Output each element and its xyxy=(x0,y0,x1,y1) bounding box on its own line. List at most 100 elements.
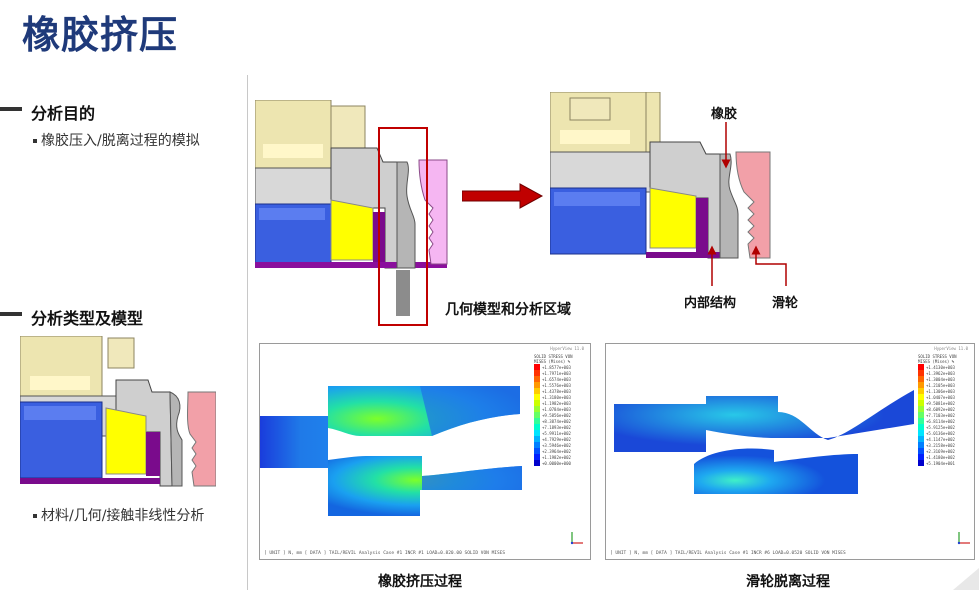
legend-swatch xyxy=(534,430,540,436)
legend-value: +1.1306e+003 xyxy=(926,388,955,394)
fea-header: HyperView 11.0 xyxy=(934,346,968,351)
legend-swatch xyxy=(918,436,924,442)
legend-row: +1.7971e+003 xyxy=(534,370,584,376)
legend-row: +4.7929e+002 xyxy=(534,436,584,442)
legend-value: +8.3874e+002 xyxy=(542,418,571,424)
legend-swatch xyxy=(918,388,924,394)
legend-row: +1.8577e+003 xyxy=(534,364,584,370)
legend-swatch xyxy=(534,406,540,412)
legend-row: +8.3874e+002 xyxy=(534,418,584,424)
caption-detach: 滑轮脱离过程 xyxy=(746,574,830,590)
legend-swatch xyxy=(918,370,924,376)
legend-row: +2.3964e+002 xyxy=(534,448,584,454)
legend-value: +5.9125e+002 xyxy=(926,424,955,430)
legend-swatch xyxy=(534,460,540,466)
legend-row: +1.4378e+003 xyxy=(534,388,584,394)
legend-value: +2.3964e+002 xyxy=(542,448,571,454)
legend-row: +8.6092e+002 xyxy=(918,406,968,412)
legend-row: +5.9125e+002 xyxy=(918,424,968,430)
fea-footer: [ UNIT ] N, mm [ DATA ] TAIL/REVIL Analy… xyxy=(264,551,506,556)
legend-value: +7.7103e+002 xyxy=(926,412,955,418)
detail-model-figure xyxy=(550,92,771,259)
legend-value: +1.1982e+002 xyxy=(542,454,571,460)
legend-value: +6.8114e+002 xyxy=(926,418,955,424)
bullet-purpose-text: 橡胶压入/脱离过程的模拟 xyxy=(41,133,200,149)
bullet-dot xyxy=(33,139,37,143)
legend-swatch xyxy=(534,370,540,376)
fea-legend: SOLID STRESS VON MISES (Mises) % +1.4130… xyxy=(918,354,968,466)
legend-swatch xyxy=(534,382,540,388)
legend-value: +9.5856e+002 xyxy=(542,412,571,418)
fea-legend: SOLID STRESS VON MISES (Mises) % +1.8577… xyxy=(534,354,584,466)
analysis-region-box xyxy=(378,127,428,326)
legend-value: +2.3169e+002 xyxy=(926,448,955,454)
legend-value: +3.5946e+002 xyxy=(542,442,571,448)
section-marker-type xyxy=(0,312,22,316)
fea-squeeze-contour xyxy=(260,386,522,516)
rubber-rod xyxy=(396,270,410,316)
legend-swatch xyxy=(534,418,540,424)
legend-swatch xyxy=(918,454,924,460)
legend-row: +1.0784e+003 xyxy=(534,406,584,412)
legend-value: +5.0136e+002 xyxy=(926,430,955,436)
legend-row: +1.2105e+003 xyxy=(918,382,968,388)
model-thumbnail xyxy=(20,336,216,487)
legend-swatch xyxy=(918,442,924,448)
legend-swatch xyxy=(534,394,540,400)
legend-swatch xyxy=(534,400,540,406)
column-divider xyxy=(247,75,248,590)
legend-row: +3.2158e+002 xyxy=(918,442,968,448)
callout-rubber: 橡胶 xyxy=(711,107,738,122)
legend-row: +1.4180e+002 xyxy=(918,454,968,460)
legend-row: +2.3169e+002 xyxy=(918,448,968,454)
legend-value: +0.0000e+000 xyxy=(542,460,571,466)
legend-value: +1.0407e+003 xyxy=(926,394,955,400)
legend-value: +1.3004e+003 xyxy=(926,376,955,382)
fea-footer: [ UNIT ] N, mm [ DATA ] TAIL/REVIL Analy… xyxy=(610,551,846,556)
section-marker-purpose xyxy=(0,107,22,111)
legend-swatch xyxy=(918,424,924,430)
legend-row: +1.6574e+003 xyxy=(534,376,584,382)
bullet-type-text: 材料/几何/接触非线性分析 xyxy=(41,508,205,524)
process-arrow xyxy=(462,183,544,209)
legend-swatch xyxy=(918,430,924,436)
legend-swatch xyxy=(918,412,924,418)
legend-value: +1.4378e+003 xyxy=(542,388,571,394)
legend-value: +5.1904e+001 xyxy=(926,460,955,466)
legend-value: +1.3180e+003 xyxy=(542,394,571,400)
legend-swatch xyxy=(918,460,924,466)
axis-triad-icon xyxy=(957,532,970,545)
legend-row: +1.5576e+003 xyxy=(534,382,584,388)
callout-arrows xyxy=(707,122,787,286)
legend-swatch xyxy=(918,400,924,406)
legend-swatch xyxy=(918,448,924,454)
legend-row: +9.5081e+002 xyxy=(918,400,968,406)
axis-triad-icon xyxy=(570,532,583,545)
legend-swatch xyxy=(918,382,924,388)
legend-value: +1.6574e+003 xyxy=(542,376,571,382)
legend-swatch xyxy=(534,448,540,454)
legend-row: +1.3180e+003 xyxy=(534,394,584,400)
legend-value: +1.7971e+003 xyxy=(542,370,571,376)
legend-value: +1.2105e+003 xyxy=(926,382,955,388)
legend-row: +5.1904e+001 xyxy=(918,460,968,466)
legend-rows-left: +1.8577e+003+1.7971e+003+1.6574e+003+1.5… xyxy=(534,364,584,466)
caption-geometry: 几何模型和分析区域 xyxy=(445,302,571,318)
legend-row: +1.0407e+003 xyxy=(918,394,968,400)
legend-value: +1.0784e+003 xyxy=(542,406,571,412)
fea-detach-panel: HyperView 11.0 SOLID STRESS VON MISES (M… xyxy=(605,343,975,560)
page-title: 橡胶挤压 xyxy=(22,13,179,57)
legend-row: +1.3962e+003 xyxy=(918,370,968,376)
geometry-model-figure xyxy=(255,100,448,269)
legend-value: +7.1893e+002 xyxy=(542,424,571,430)
legend-value: +3.2158e+002 xyxy=(926,442,955,448)
legend-rows-right: +1.4130e+003+1.3962e+003+1.3004e+003+1.2… xyxy=(918,364,968,466)
legend-value: +1.1982e+003 xyxy=(542,400,571,406)
page-corner-decoration xyxy=(953,568,979,590)
legend-swatch xyxy=(918,376,924,382)
callout-pulley: 滑轮 xyxy=(772,296,799,311)
legend-value: +5.9911e+002 xyxy=(542,430,571,436)
legend-row: +1.4130e+003 xyxy=(918,364,968,370)
legend-row: +3.5946e+002 xyxy=(534,442,584,448)
section-heading-type: 分析类型及模型 xyxy=(31,309,144,328)
